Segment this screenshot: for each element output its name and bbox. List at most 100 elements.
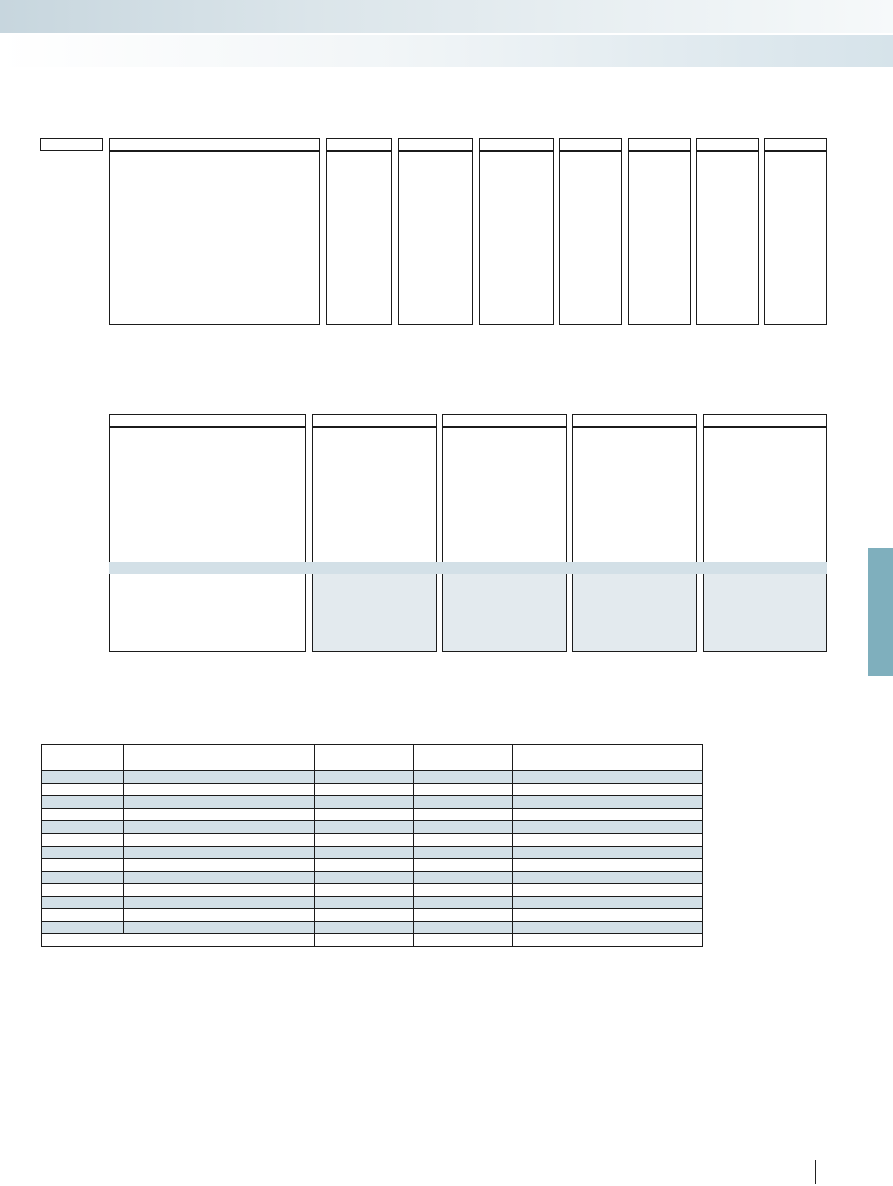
table-cell — [41, 832, 124, 847]
table-row — [41, 870, 703, 885]
table-cell — [41, 858, 124, 872]
table-cell — [41, 845, 124, 860]
table-two-col-header-3 — [442, 414, 567, 427]
table-three — [41, 743, 703, 947]
table-cell — [41, 920, 124, 935]
table-total-row — [41, 933, 703, 947]
table-one-col-body-5 — [559, 151, 622, 325]
table-one-col-header-2 — [326, 138, 392, 151]
table-cell — [41, 870, 124, 885]
table-cell — [41, 883, 124, 897]
table-cell — [512, 920, 703, 935]
table-two-col-header-5 — [703, 414, 827, 427]
page-number-divider — [815, 1160, 816, 1184]
table-cell — [314, 770, 414, 784]
table-one-col-header-7 — [696, 138, 759, 151]
table-cell — [512, 908, 703, 922]
table-cell — [413, 908, 513, 922]
table-header-cell — [123, 743, 315, 772]
header-band-bottom — [0, 35, 893, 67]
table-cell — [413, 883, 513, 897]
table-cell — [314, 895, 414, 910]
table-cell — [41, 820, 124, 834]
table-one-col-header-1 — [109, 138, 320, 151]
table-cell — [41, 782, 124, 797]
table-cell — [413, 770, 513, 784]
table-cell — [413, 933, 513, 947]
table-cell — [512, 807, 703, 822]
table-cell — [123, 832, 315, 847]
table-one-col-body-4 — [479, 151, 554, 325]
table-row — [41, 908, 703, 922]
table-row — [41, 770, 703, 784]
table-two-shaded-cell — [573, 574, 696, 651]
table-cell — [413, 820, 513, 834]
table-cell — [314, 870, 414, 885]
table-cell — [41, 795, 124, 809]
table-cell — [413, 845, 513, 860]
table-cell — [123, 895, 315, 910]
table-row — [41, 858, 703, 872]
table-two-highlight-row — [109, 562, 827, 574]
table-cell — [123, 770, 315, 784]
table-two-shaded-cell — [313, 574, 436, 651]
table-two-col-header-1 — [109, 414, 306, 427]
table-cell — [123, 845, 315, 860]
table-two-col-header-4 — [572, 414, 697, 427]
table-cell — [123, 908, 315, 922]
section-side-tab[interactable] — [868, 548, 893, 676]
table-row — [41, 795, 703, 809]
table-cell — [123, 820, 315, 834]
table-cell — [512, 770, 703, 784]
table-cell — [512, 858, 703, 872]
table-cell — [314, 820, 414, 834]
table-header-cell — [314, 743, 414, 772]
table-one-col-body-3 — [398, 151, 473, 325]
table-row — [41, 820, 703, 834]
table-one-col-body-6 — [628, 151, 691, 325]
table-cell — [123, 883, 315, 897]
table-cell — [41, 770, 124, 784]
table-cell — [314, 933, 414, 947]
table-header-cell — [41, 743, 124, 772]
table-two-col-header-2 — [312, 414, 437, 427]
table-cell — [314, 908, 414, 922]
table-cell — [123, 795, 315, 809]
table-one-col-body-8 — [764, 151, 827, 325]
table-cell — [314, 832, 414, 847]
table-row — [41, 895, 703, 910]
table-cell — [314, 795, 414, 809]
table-cell — [413, 858, 513, 872]
table-cell — [413, 782, 513, 797]
table-cell — [41, 807, 124, 822]
table-cell — [314, 920, 414, 935]
table-cell — [512, 883, 703, 897]
table-row — [41, 920, 703, 935]
table-cell — [413, 895, 513, 910]
table-two-col-body-1 — [109, 427, 306, 652]
table-cell — [512, 845, 703, 860]
table-cell — [123, 870, 315, 885]
table-cell — [512, 895, 703, 910]
header-band-top — [0, 0, 893, 33]
table-cell — [314, 782, 414, 797]
table-cell — [314, 883, 414, 897]
table-row — [41, 782, 703, 797]
table-header-cell — [413, 743, 513, 772]
table-header-cell — [512, 743, 703, 772]
table-cell — [123, 858, 315, 872]
table-row — [41, 807, 703, 822]
table-row — [41, 845, 703, 860]
table-cell — [512, 933, 703, 947]
table-header-row — [41, 743, 703, 772]
table-one-col-body-1 — [109, 151, 320, 325]
table-one-col-header-6 — [628, 138, 691, 151]
table-cell — [123, 920, 315, 935]
table-one-col-body-2 — [326, 151, 392, 325]
table-one-col-body-7 — [696, 151, 759, 325]
header-separator — [0, 33, 893, 35]
table-cell — [413, 920, 513, 935]
table-cell — [413, 807, 513, 822]
table-cell — [413, 870, 513, 885]
table-cell — [512, 782, 703, 797]
